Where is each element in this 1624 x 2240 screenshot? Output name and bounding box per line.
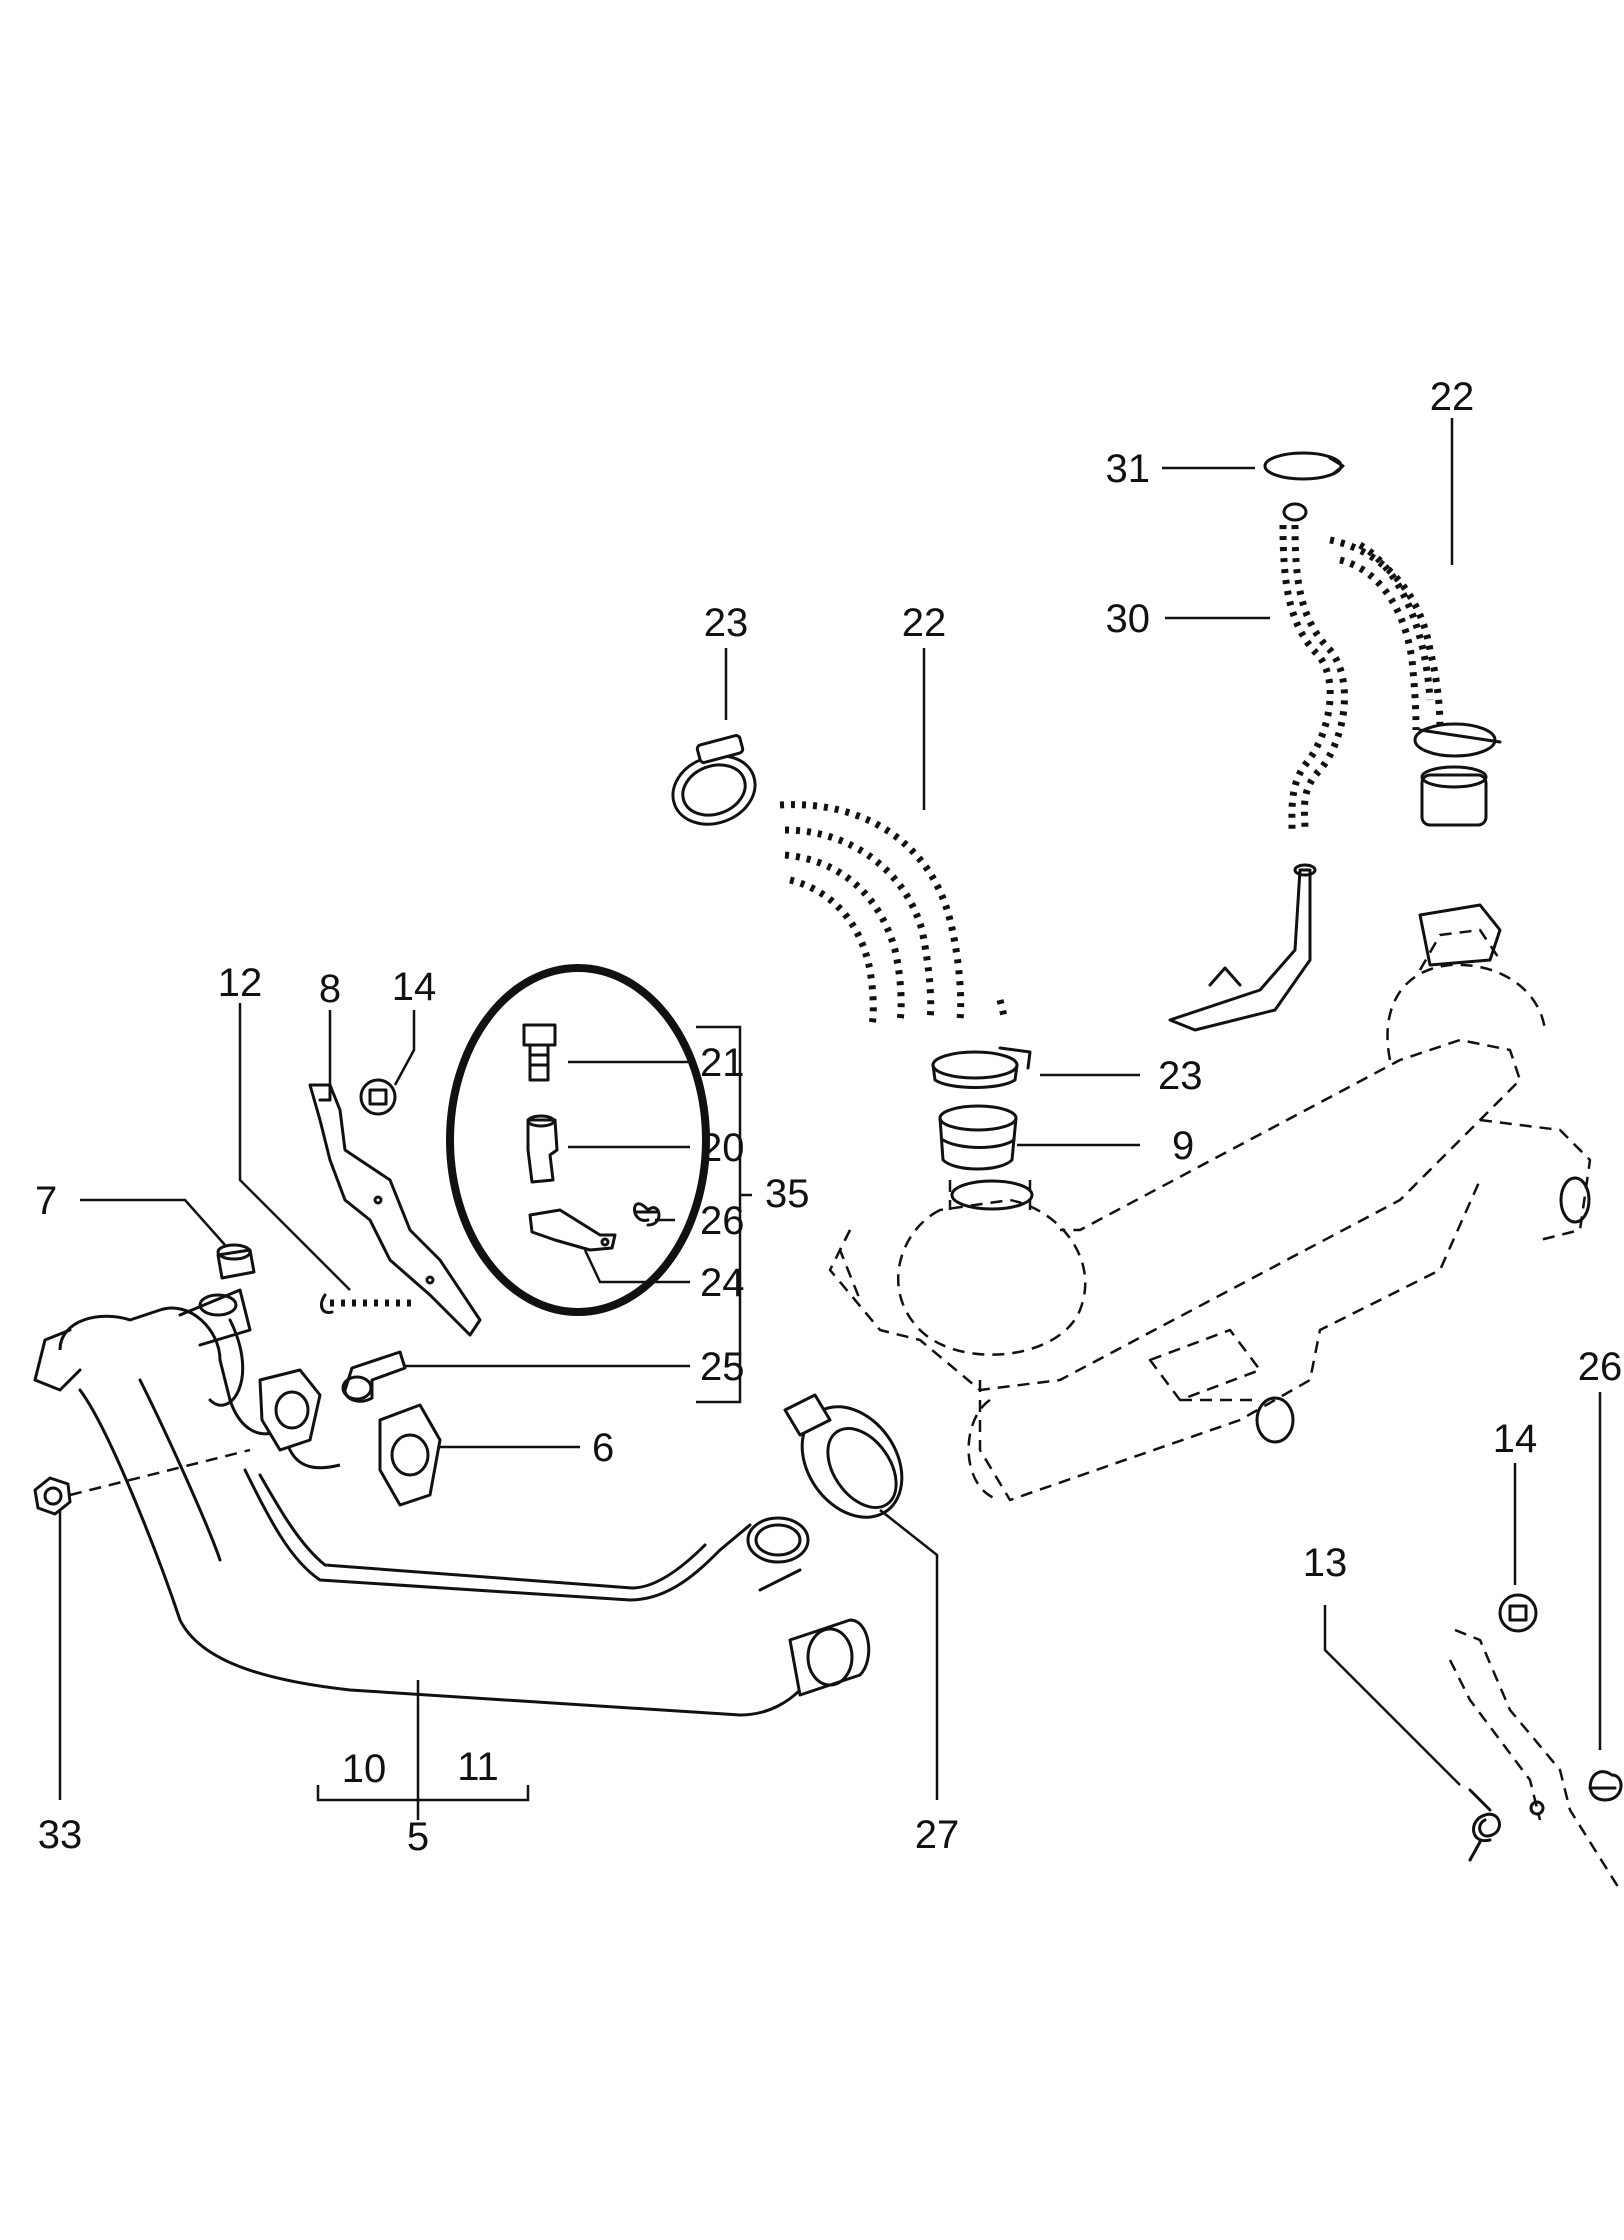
clip-26-kit <box>633 1202 661 1227</box>
callout-26-kit: 26 <box>700 1199 745 1243</box>
callout-21: 21 <box>700 1041 745 1085</box>
bracket-8 <box>308 1083 482 1337</box>
callout-27: 27 <box>915 1813 960 1857</box>
spring-12 <box>320 1293 415 1315</box>
callout-22-right: 22 <box>1430 375 1475 419</box>
leader-lines <box>58 418 1602 1820</box>
clip-31 <box>1263 451 1345 481</box>
spring-13 <box>1468 1788 1501 1862</box>
callout-23-lower: 23 <box>1158 1054 1203 1098</box>
callout-30: 30 <box>1106 597 1151 641</box>
hose-clamp-27 <box>783 1393 904 1519</box>
callout-23-upper: 23 <box>704 601 749 645</box>
callout-6: 6 <box>592 1426 614 1470</box>
sleeve-9 <box>938 1104 1018 1171</box>
callout-31: 31 <box>1106 447 1151 491</box>
callout-5: 5 <box>407 1815 429 1859</box>
kit-parts-group <box>446 964 710 1316</box>
callout-22-middle: 22 <box>902 601 947 645</box>
callout-33: 33 <box>38 1813 83 1857</box>
heat-exchanger-assembly <box>828 903 1592 1502</box>
hose-22-middle <box>779 801 1009 1026</box>
clip-26-lower <box>1588 1770 1623 1802</box>
pipe-assembly-5 <box>33 1288 871 1717</box>
hose-clamp-23-lower <box>931 1046 1032 1089</box>
hose-clamp-23-upper <box>671 734 757 826</box>
arm-lower-right <box>1448 1628 1622 1891</box>
callout-labels: 22 31 30 23 22 12 8 14 21 20 35 26 24 25… <box>35 375 1622 1859</box>
grommet-7 <box>216 1243 256 1280</box>
callout-24: 24 <box>700 1261 745 1305</box>
bolt-21 <box>522 1023 557 1082</box>
bolt-25 <box>341 1350 407 1403</box>
callout-13: 13 <box>1303 1541 1348 1585</box>
callout-14-lower: 14 <box>1493 1417 1538 1461</box>
callout-14-upper: 14 <box>392 965 437 1009</box>
washer-14-upper <box>359 1078 397 1116</box>
callout-35: 35 <box>765 1172 810 1216</box>
callout-12: 12 <box>218 961 263 1005</box>
nut-33 <box>33 1448 251 1516</box>
washer-14-lower <box>1498 1593 1538 1633</box>
callout-26-lower: 26 <box>1578 1345 1623 1389</box>
gasket-6 <box>378 1403 442 1507</box>
hose-30 <box>1168 502 1348 1032</box>
hose-22-right <box>1329 536 1502 827</box>
callout-8: 8 <box>319 967 341 1011</box>
callout-20: 20 <box>700 1126 745 1170</box>
lever-24 <box>528 1208 617 1252</box>
callout-9: 9 <box>1172 1124 1194 1168</box>
callout-11: 11 <box>457 1745 499 1789</box>
callout-25: 25 <box>700 1345 745 1389</box>
bushing-20 <box>526 1114 559 1184</box>
callout-7: 7 <box>35 1179 57 1223</box>
callout-10: 10 <box>342 1747 387 1791</box>
